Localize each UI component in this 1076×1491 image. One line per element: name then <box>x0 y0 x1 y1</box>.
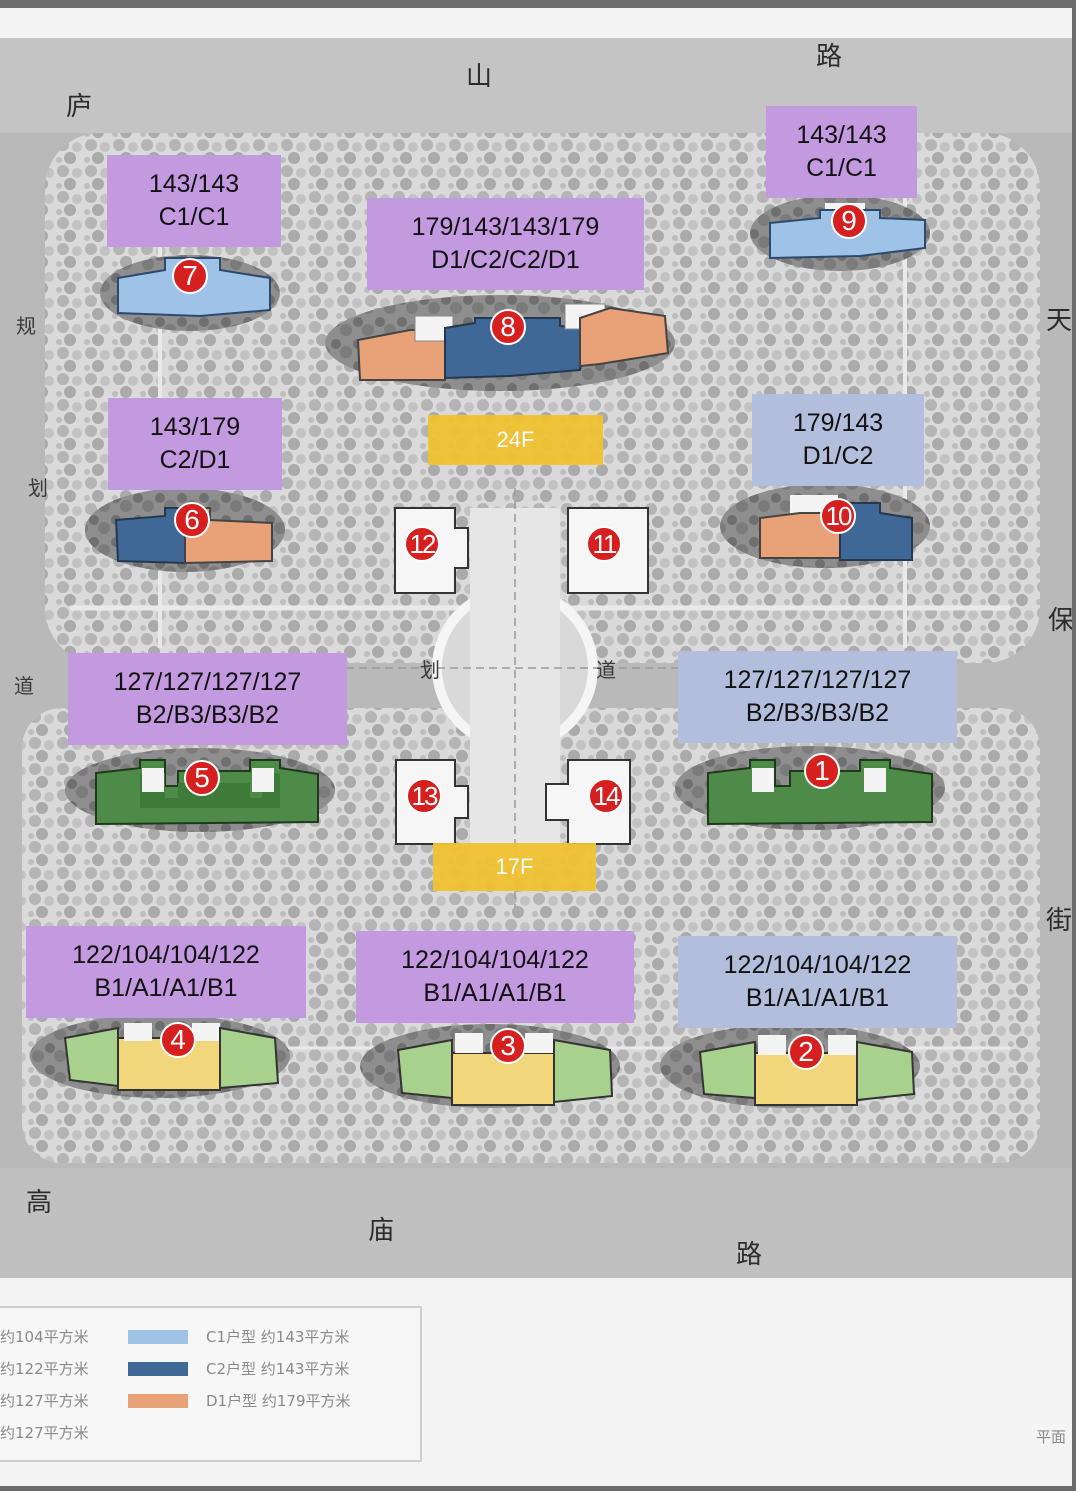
area-text: 127/127/127/127 <box>113 668 302 696</box>
unit-d1 <box>579 306 670 368</box>
building-number-3[interactable]: 3 <box>490 1028 526 1064</box>
road-label-east: 街 <box>1046 906 1072 936</box>
road-label-east: 保 <box>1048 606 1072 636</box>
site-plan: 庐 山 路 规 划 道 天 保 街 高 庙 路 划 道 143/143 C1/C… <box>0 8 1072 1486</box>
building-number-5[interactable]: 5 <box>184 760 220 796</box>
legend-swatch-c1 <box>128 1330 188 1344</box>
road-label-center: 划 <box>420 658 440 682</box>
legend-item: 约122平方米 <box>0 1360 89 1378</box>
area-text: 122/104/104/122 <box>72 941 260 969</box>
unit-label-building-6: 143/179 C2/D1 <box>108 398 282 490</box>
unit-core <box>142 768 164 792</box>
legend-item: 约127平方米 <box>0 1392 89 1410</box>
building-1[interactable] <box>707 759 933 826</box>
type-text: B2/B3/B3/B2 <box>135 701 280 729</box>
unit-b1 <box>63 1026 119 1088</box>
road-label-center: 道 <box>596 658 616 682</box>
floor-label-17f: 17F <box>433 843 596 891</box>
unit-b1 <box>856 1040 916 1102</box>
building-8[interactable] <box>356 303 670 381</box>
type-text: B2/B3/B3/B2 <box>745 699 890 727</box>
unit-core <box>252 768 274 792</box>
building-number-6[interactable]: 6 <box>174 502 210 538</box>
type-text: B1/A1/A1/B1 <box>94 974 238 1002</box>
building-number-8[interactable]: 8 <box>490 309 526 345</box>
area-text: 179/143/143/179 <box>411 213 600 241</box>
road-label-north: 山 <box>466 62 493 92</box>
road-label-west: 道 <box>14 674 34 698</box>
legend-item: D1户型 约179平方米 <box>206 1392 351 1410</box>
area-text: 143/143 <box>796 121 887 149</box>
area-text: 127/127/127/127 <box>723 666 912 694</box>
unit-label-building-3: 122/104/104/122 B1/A1/A1/B1 <box>356 931 634 1023</box>
area-text: 143/143 <box>148 170 240 198</box>
road-label-south: 路 <box>736 1240 763 1270</box>
unit-b1 <box>698 1040 756 1100</box>
road-label-west: 规 <box>16 314 36 338</box>
unit-label-building-2: 122/104/104/122 B1/A1/A1/B1 <box>678 936 957 1028</box>
road-label-south: 高 <box>26 1188 53 1218</box>
building-number-7[interactable]: 7 <box>172 258 208 294</box>
south-road <box>0 1168 1072 1278</box>
type-text: D1/C2 <box>802 442 874 470</box>
type-text: D1/C2/C2/D1 <box>431 246 580 274</box>
unit-label-building-8: 179/143/143/179 D1/C2/C2/D1 <box>367 198 644 290</box>
area-text: 122/104/104/122 <box>401 946 589 974</box>
unit-c2 <box>839 502 913 561</box>
unit-core <box>864 768 886 792</box>
unit-b1 <box>553 1038 614 1104</box>
road-label-south: 庙 <box>368 1216 395 1246</box>
legend-item: 约104平方米 <box>0 1328 89 1346</box>
building-10[interactable] <box>759 495 913 561</box>
unit-label-building-5: 127/127/127/127 B2/B3/B3/B2 <box>68 653 347 745</box>
unit-label-building-10: 179/143 D1/C2 <box>752 394 924 486</box>
unit-core <box>828 1035 856 1055</box>
tower-number-12[interactable]: 12 <box>404 526 440 562</box>
unit-label-building-7: 143/143 C1/C1 <box>107 155 281 247</box>
legend-item: 约127平方米 <box>0 1424 89 1442</box>
type-text: C1/C1 <box>158 203 230 231</box>
building-number-4[interactable]: 4 <box>160 1022 196 1058</box>
legend-item: C2户型 约143平方米 <box>206 1360 350 1378</box>
tower-number-14[interactable]: 14 <box>588 778 624 814</box>
building-number-2[interactable]: 2 <box>788 1034 824 1070</box>
legend-item: C1户型 约143平方米 <box>206 1328 350 1346</box>
road-label-north: 路 <box>816 42 843 72</box>
legend: 约104平方米 约122平方米 约127平方米 约127平方米 C1户型 约14… <box>0 1306 422 1462</box>
area-text: 179/143 <box>792 409 884 437</box>
legend-swatch-c2 <box>128 1362 188 1376</box>
area-text: 143/179 <box>149 413 241 441</box>
building-number-9[interactable]: 9 <box>831 203 867 239</box>
unit-core <box>124 1023 152 1041</box>
floor-label-24f: 24F <box>428 415 603 465</box>
type-text: B1/A1/A1/B1 <box>423 979 567 1007</box>
tower-number-11[interactable]: 11 <box>586 526 622 562</box>
unit-label-building-1: 127/127/127/127 B2/B3/B3/B2 <box>678 651 957 743</box>
tower-number-13[interactable]: 13 <box>406 778 442 814</box>
building-number-10[interactable]: 10 <box>820 498 856 534</box>
type-text: C2/D1 <box>159 446 231 474</box>
type-text: B1/A1/A1/B1 <box>745 984 890 1012</box>
building-number-1[interactable]: 1 <box>804 753 840 789</box>
unit-core <box>192 1023 220 1041</box>
unit-label-building-9: 143/143 C1/C1 <box>766 106 917 198</box>
unit-core <box>752 768 774 792</box>
corner-text: 平面 <box>1036 1428 1067 1446</box>
unit-core <box>455 1033 483 1053</box>
unit-b1 <box>219 1026 280 1090</box>
unit-label-building-4: 122/104/104/122 B1/A1/A1/B1 <box>26 926 306 1018</box>
road-label-east: 天 <box>1046 306 1072 336</box>
unit-b1 <box>396 1038 453 1100</box>
unit-core <box>525 1033 553 1053</box>
unit-core <box>758 1035 786 1055</box>
legend-swatch-d1 <box>128 1394 188 1408</box>
type-text: C1/C1 <box>806 154 877 182</box>
area-text: 122/104/104/122 <box>723 951 912 979</box>
road-label-north: 庐 <box>66 92 93 122</box>
road-label-west: 划 <box>28 476 48 500</box>
